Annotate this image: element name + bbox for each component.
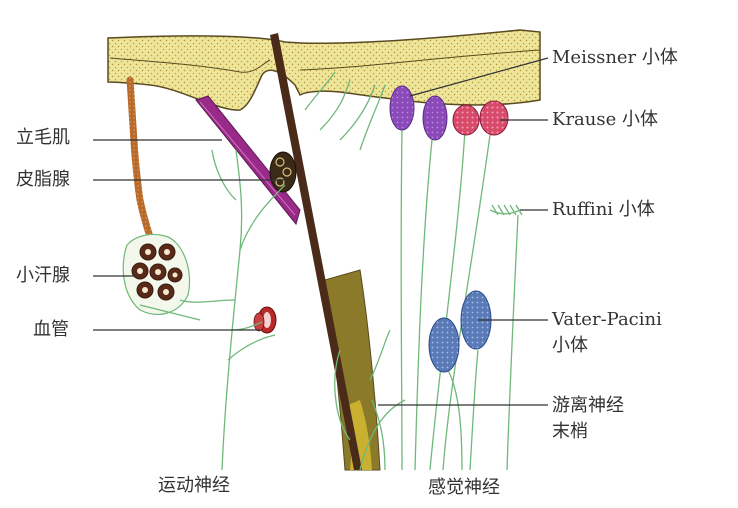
krause-end-bulb (453, 101, 508, 135)
label-motor-nerve: 运动神经 (158, 474, 230, 498)
label-sensory-nerve: 感觉神经 (428, 476, 500, 500)
label-free-nerve-ending-1: 游离神经 (552, 394, 624, 418)
label-free-nerve-ending-2: 末梢 (552, 420, 588, 444)
sweat-gland (123, 234, 189, 314)
label-vater-pacini-2: 小体 (552, 334, 588, 358)
blood-vessel (254, 307, 276, 333)
ruffini-ending (490, 205, 522, 215)
epidermis (108, 30, 540, 110)
label-krause: Krause 小体 (552, 108, 658, 132)
label-blood-vessel: 血管 (33, 318, 69, 342)
label-sebaceous-gland: 皮脂腺 (16, 168, 70, 192)
label-arrector-pili: 立毛肌 (16, 126, 70, 150)
sweat-duct (130, 80, 152, 245)
sebaceous-gland (270, 152, 296, 192)
leader-lines (93, 58, 548, 405)
hair-shaft (270, 33, 362, 470)
label-vater-pacini-1: Vater-Pacini (552, 308, 662, 332)
label-sweat-gland: 小汗腺 (16, 264, 70, 288)
label-ruffini: Ruffini 小体 (552, 198, 655, 222)
label-meissner: Meissner 小体 (552, 46, 678, 70)
